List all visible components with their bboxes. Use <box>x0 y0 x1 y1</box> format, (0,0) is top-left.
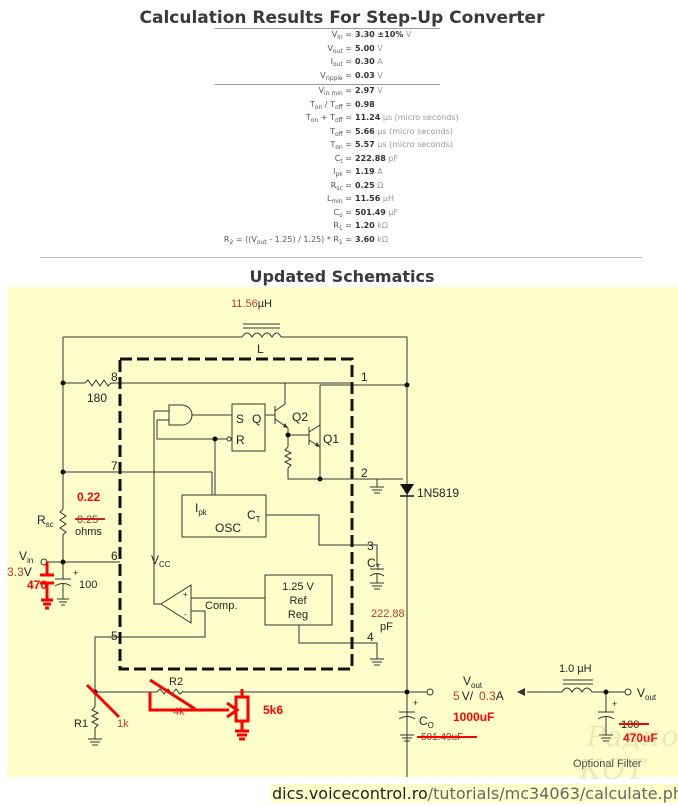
pin-6: 6 <box>111 549 118 563</box>
result-value: 2.97 V <box>355 86 383 95</box>
pin-3: 3 <box>367 539 374 553</box>
r1-label: R1 <box>74 718 88 730</box>
rsc-unit: ohms <box>75 526 102 538</box>
vin-value: 3.3V <box>7 565 32 579</box>
filter-inductor-value: 1.0 µH <box>559 663 592 675</box>
watermark: Радио КОТ <box>575 720 678 786</box>
result-label: Co = <box>333 207 352 219</box>
result-value: 3.60 kΩ <box>355 234 389 244</box>
schematic-panel: 11.56µH L 180 8 1 2 3 4 5 6 7 S Q R Q2 Q… <box>7 287 678 777</box>
filter-cap-new: 470uF <box>623 731 658 745</box>
result-value: 11.24 µs (micro seconds) <box>355 113 459 122</box>
ipk-label: Ipk <box>195 501 208 517</box>
r2-value: 4k <box>173 706 185 718</box>
result-label: Iout = <box>330 57 352 68</box>
result-label: Toff = <box>330 126 352 138</box>
ff-s: S <box>236 412 244 426</box>
red-edit-marks <box>40 562 250 741</box>
vcc-label: VCC <box>151 553 171 569</box>
result-value: 0.30 A <box>355 57 383 66</box>
comp-plus: + <box>183 590 188 599</box>
co-plus: + <box>413 698 418 708</box>
ref-line1: 1.25 V <box>282 581 314 593</box>
cin-new-value: 470 <box>27 578 47 592</box>
inductor-label: L <box>257 342 264 356</box>
ref-line3: Reg <box>288 609 308 621</box>
ct-value: 222.88 <box>371 608 405 620</box>
result-label: R1 = <box>333 221 352 232</box>
ct-pin-label: CT <box>247 508 261 524</box>
result-label: Ct = <box>334 153 352 165</box>
page-title: Calculation Results For Step-Up Converte… <box>139 8 545 28</box>
result-value: 5.66 µs (micro seconds) <box>355 126 454 136</box>
schematics-heading: Updated Schematics <box>249 267 435 286</box>
r1-value: 1k <box>117 718 129 730</box>
result-value: 5.57 µs (micro seconds) <box>355 140 454 149</box>
rsc-new-value: 0.22 <box>77 490 101 504</box>
r2-label: R2 <box>169 676 183 688</box>
co-label: CO <box>419 714 434 730</box>
pin-8: 8 <box>111 370 118 384</box>
result-value: 5.00 V <box>355 43 383 53</box>
vin-label: Vin <box>19 549 33 565</box>
url-path: /tutorials/mc34063/calculate.php <box>427 784 678 803</box>
schematic-diagram: 11.56µH L 180 8 1 2 3 4 5 6 7 S Q R Q2 Q… <box>7 298 658 777</box>
rsc-label: Rsc <box>37 513 54 529</box>
q1-label: Q1 <box>323 432 339 446</box>
osc-label: OSC <box>215 521 241 535</box>
ff-q: Q <box>252 412 261 426</box>
comp-label: Comp. <box>205 600 237 612</box>
result-value: 0.03 V <box>355 70 383 80</box>
result-label: Ipk = <box>333 167 352 178</box>
result-value: 0.25 Ω <box>355 180 384 190</box>
q2-label: Q2 <box>292 410 308 424</box>
result-value: 1.19 A <box>355 167 383 176</box>
vout-label: Vout <box>463 674 483 690</box>
pin-2: 2 <box>361 466 368 480</box>
ff-r: R <box>236 433 245 447</box>
pin-4: 4 <box>367 630 374 644</box>
result-label: R2 = ((Vout - 1.25) / 1.25) * R1 = <box>223 234 352 246</box>
result-label: Vout = <box>327 43 352 55</box>
filter-vout-label: Vout <box>637 686 657 702</box>
result-value: 222.88 pF <box>355 153 399 163</box>
result-label: Lmin = <box>326 194 352 205</box>
divider <box>215 84 440 85</box>
result-value: 11.56 µH <box>355 194 394 203</box>
filter-label: Optional Filter <box>573 758 642 770</box>
result-label: Ton + Toff = <box>305 113 352 124</box>
pot-value: 5k6 <box>263 703 283 717</box>
section-divider <box>40 257 642 258</box>
result-label: Ton = <box>330 140 352 151</box>
ref-line2: Ref <box>289 595 307 607</box>
pin-5: 5 <box>111 629 118 643</box>
result-value: 0.98 <box>355 99 375 109</box>
pin-7: 7 <box>111 459 118 473</box>
pin-1: 1 <box>361 370 368 384</box>
url-caption[interactable]: dics.voicecontrol.ro/tutorials/mc34063/c… <box>270 784 678 803</box>
co-new-value: 1000uF <box>453 710 494 724</box>
result-label: Vripple = <box>320 70 352 82</box>
result-label: Rsc = <box>330 180 352 192</box>
result-label: Vin = <box>331 30 352 41</box>
url-host: dics.voicecontrol.ro <box>272 784 428 803</box>
ct-cap-label: CT <box>367 556 381 572</box>
diode-label: 1N5819 <box>417 486 459 500</box>
cin-plus: + <box>73 568 78 578</box>
inductor-value: 11.56µH <box>231 298 272 310</box>
result-label: Ton / Toff = <box>309 99 352 111</box>
ct-unit: pF <box>380 621 393 633</box>
cin-old-value: 100 <box>79 579 97 591</box>
filter-cap-plus: + <box>612 699 617 709</box>
divider <box>215 28 440 29</box>
comp-minus: - <box>184 610 187 619</box>
result-label: Vin min = <box>318 86 352 97</box>
result-value: 3.30 ±10% V <box>355 30 412 39</box>
result-value: 1.20 kΩ <box>355 221 389 230</box>
result-value: 501.49 µF <box>355 207 399 217</box>
r180-label: 180 <box>87 391 107 405</box>
